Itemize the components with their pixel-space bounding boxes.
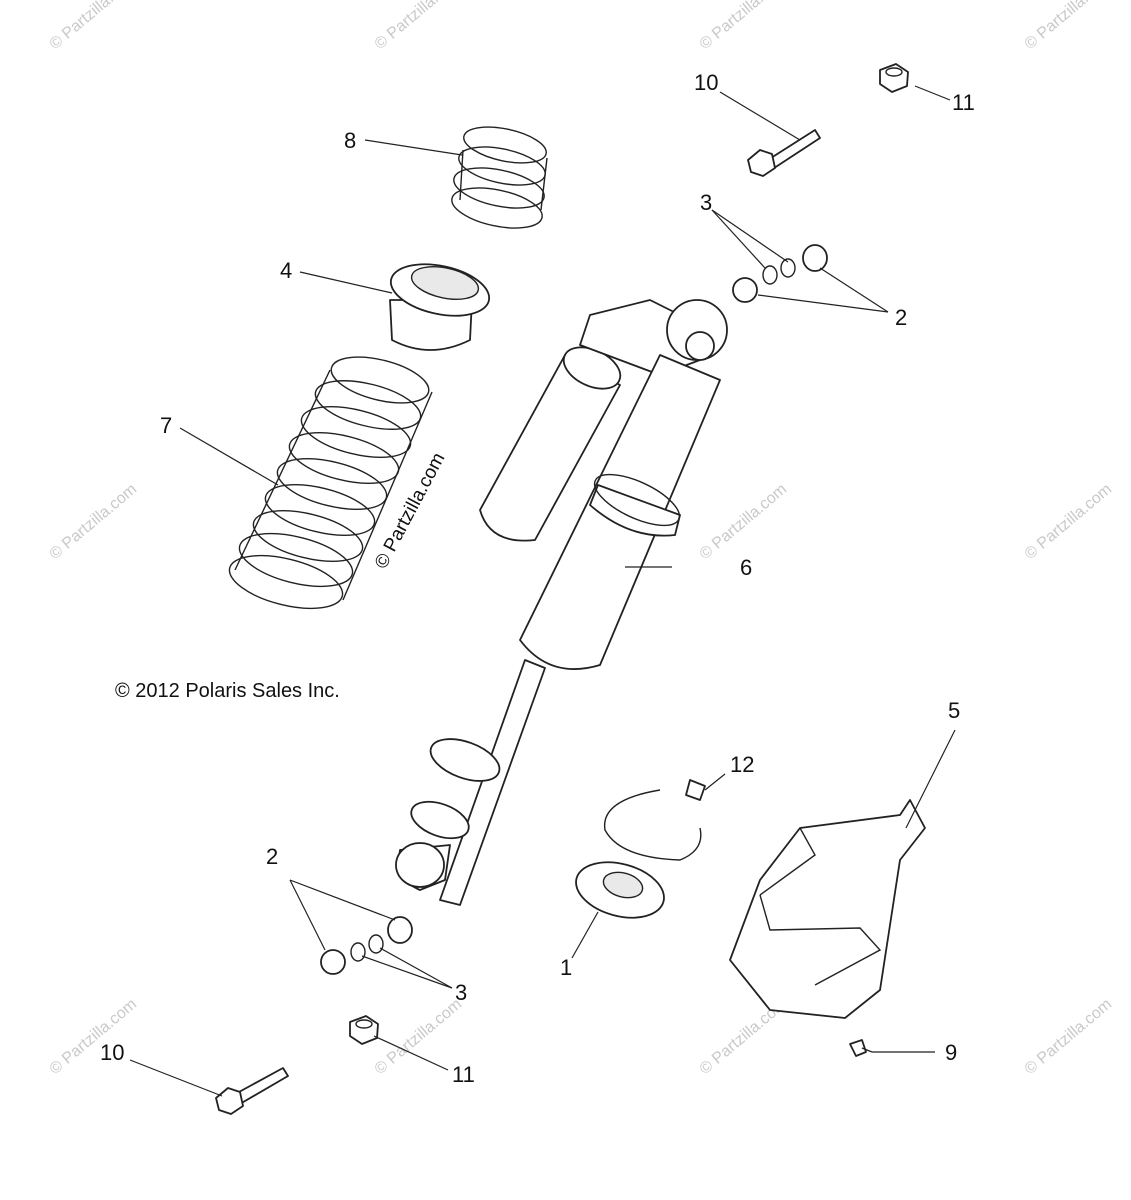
bushings-bottom — [320, 916, 413, 975]
spring-cup-part-4 — [389, 263, 491, 351]
callout-9: 9 — [945, 1040, 957, 1065]
copyright-notice: © 2012 Polaris Sales Inc. — [115, 680, 340, 702]
watermark: © Partzilla.com — [1022, 0, 1116, 53]
watermark: © Partzilla.com — [697, 0, 791, 53]
bushings-top — [732, 244, 828, 303]
watermark: © Partzilla.com — [697, 481, 791, 563]
brand-watermark: © Partzilla.com — [371, 449, 450, 572]
callout-5: 5 — [948, 698, 960, 723]
callout-4: 4 — [280, 258, 292, 283]
callout-11-bottom: 11 — [452, 1062, 475, 1087]
callout-labels: 8 4 7 6 10 11 3 2 5 12 1 2 3 10 11 9 — [100, 70, 975, 1087]
callout-1: 1 — [560, 955, 572, 980]
callout-7: 7 — [160, 413, 172, 438]
shock-absorber-part-6 — [395, 299, 728, 906]
callout-2-top: 2 — [895, 305, 907, 330]
watermark: © Partzilla.com — [47, 0, 141, 53]
callout-12: 12 — [730, 752, 754, 777]
screw-part-9 — [849, 1039, 873, 1057]
callout-3-top: 3 — [700, 190, 712, 215]
callout-11-top: 11 — [952, 90, 975, 115]
callout-10-bottom: 10 — [100, 1040, 124, 1065]
callout-2-bottom: 2 — [266, 844, 278, 869]
watermark: © Partzilla.com — [1022, 996, 1116, 1078]
nut-top-part-11 — [879, 63, 909, 93]
watermark: © Partzilla.com — [1022, 481, 1116, 563]
bolt-bottom-part-10 — [215, 1067, 289, 1115]
watermark: © Partzilla.com — [47, 996, 141, 1078]
leader-lines — [129, 85, 956, 1097]
bolt-top-part-10 — [747, 129, 821, 177]
callout-8: 8 — [344, 128, 356, 153]
watermark: © Partzilla.com — [372, 0, 466, 53]
callout-3-bottom: 3 — [455, 980, 467, 1005]
callout-10-top: 10 — [694, 70, 718, 95]
watermark: © Partzilla.com — [47, 481, 141, 563]
nut-bottom-part-11 — [349, 1015, 379, 1045]
retaining-clip-part-12 — [603, 779, 706, 861]
callout-6: 6 — [740, 555, 752, 580]
coil-spring-part-7 — [228, 356, 433, 610]
spring-upper-part-8 — [451, 126, 548, 229]
spring-retainer-part-1 — [575, 861, 665, 919]
shock-cover-part-5 — [729, 799, 926, 1019]
